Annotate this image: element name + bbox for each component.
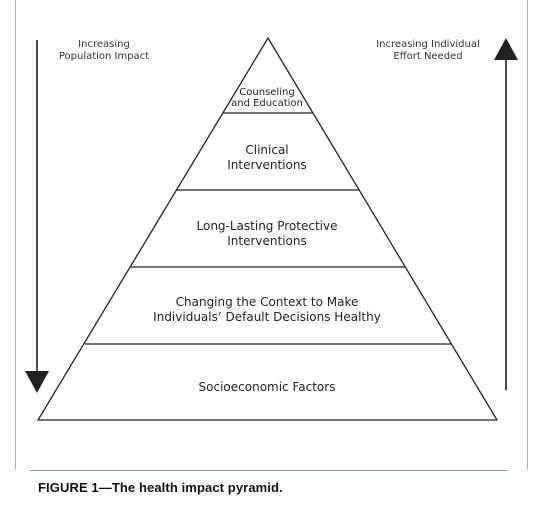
tier-1-line-2: and Education — [231, 98, 303, 109]
tier-2-line-1: Clinical — [245, 143, 289, 157]
left-arrow-label: Increasing Population Impact — [48, 39, 160, 63]
tier-1-line-1: Counseling — [239, 87, 295, 98]
left-arrow-head — [25, 371, 49, 393]
tier-4-line-2: Individuals’ Default Decisions Healthy — [153, 310, 381, 324]
left-arrow-label-line-1: Increasing — [78, 39, 130, 50]
right-arrow-label: Increasing Individual Effort Needed — [368, 39, 488, 63]
tier-2-line-2: Interventions — [227, 158, 307, 172]
right-arrow-label-line-1: Increasing Individual — [376, 39, 480, 50]
right-arrow-head — [494, 38, 518, 60]
frame-left-border — [15, 0, 16, 470]
frame-right-border — [527, 0, 528, 470]
tier-3-line-1: Long-Lasting Protective — [196, 219, 338, 233]
figure-caption: FIGURE 1—The health impact pyramid. — [38, 480, 283, 495]
left-arrow-label-line-2: Population Impact — [58, 51, 150, 62]
tier-socioeconomic-factors: Socioeconomic Factors — [130, 380, 404, 395]
caption-divider — [30, 470, 508, 471]
tier-5-line-1: Socioeconomic Factors — [198, 380, 336, 394]
tier-long-lasting-protective: Long-Lasting Protective Interventions — [160, 219, 374, 249]
tier-3-line-2: Interventions — [227, 234, 307, 248]
tier-clinical-interventions: Clinical Interventions — [200, 143, 334, 173]
tier-changing-context: Changing the Context to Make Individuals… — [130, 295, 404, 325]
tier-4-line-1: Changing the Context to Make — [175, 295, 359, 309]
right-arrow-label-line-2: Effort Needed — [393, 51, 463, 62]
tier-counseling-education: Counseling and Education — [210, 87, 324, 109]
pyramid-outline — [36, 36, 499, 421]
